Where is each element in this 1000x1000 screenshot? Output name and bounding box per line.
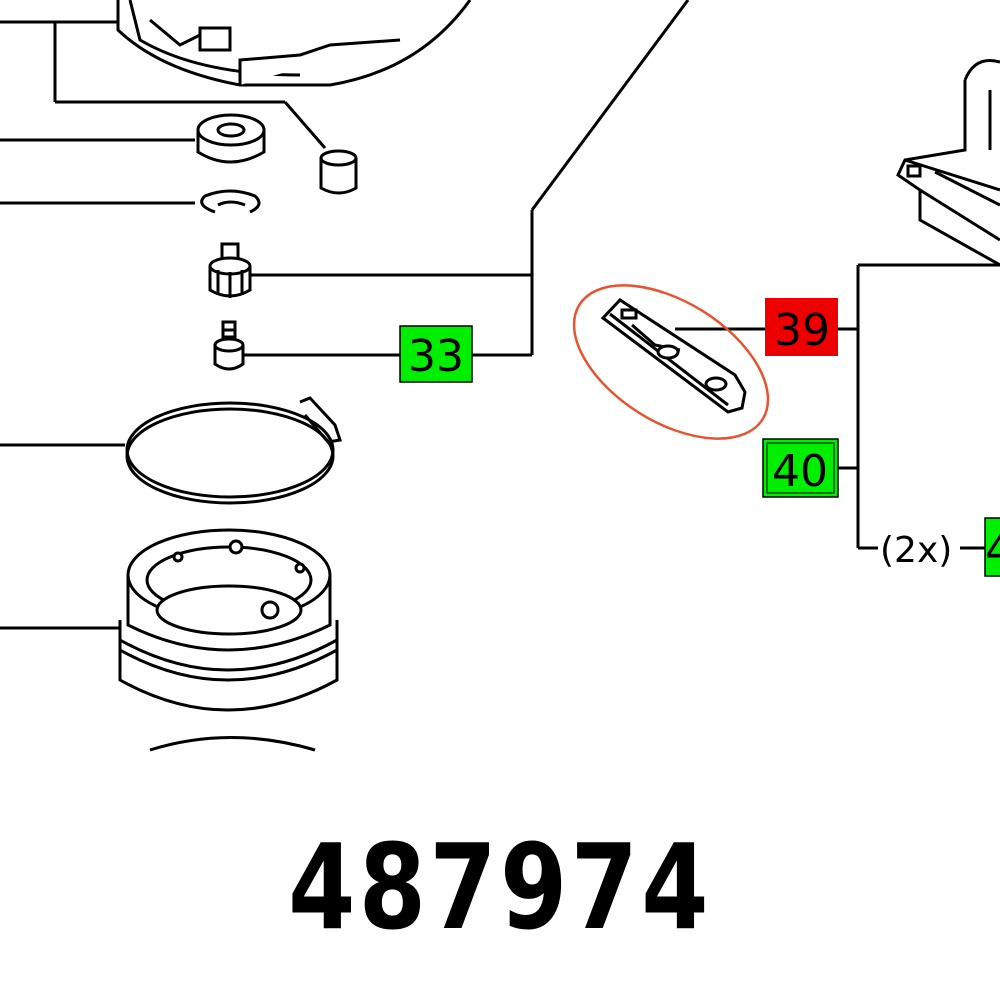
sleeve [319,149,358,195]
svg-text:39: 39 [774,305,830,356]
leader-lines [0,0,1000,630]
bracket-assembly [896,59,1000,267]
circlip [200,189,261,214]
ball-bearing [196,113,266,164]
slide-part [600,298,747,414]
exploded-parts-diagram: 33 39 40 (2x) 4 [0,0,1000,752]
callout-40[interactable]: 40 [762,438,839,498]
svg-text:4: 4 [985,525,1000,576]
quantity-note: (2x) [880,530,952,571]
svg-text:40: 40 [772,446,828,497]
highlight-ellipse [572,284,770,440]
knurled-nut [208,242,252,298]
svg-text:33: 33 [408,331,464,382]
clamp-ring [125,396,342,505]
screw [213,320,245,371]
part-number: 487974 [288,818,712,956]
housing-plate [116,0,472,87]
callout-39[interactable]: 39 [765,298,838,356]
callout-4-partial[interactable]: 4 [984,517,1000,577]
callout-33[interactable]: 33 [399,325,473,383]
base-ring [118,528,339,752]
